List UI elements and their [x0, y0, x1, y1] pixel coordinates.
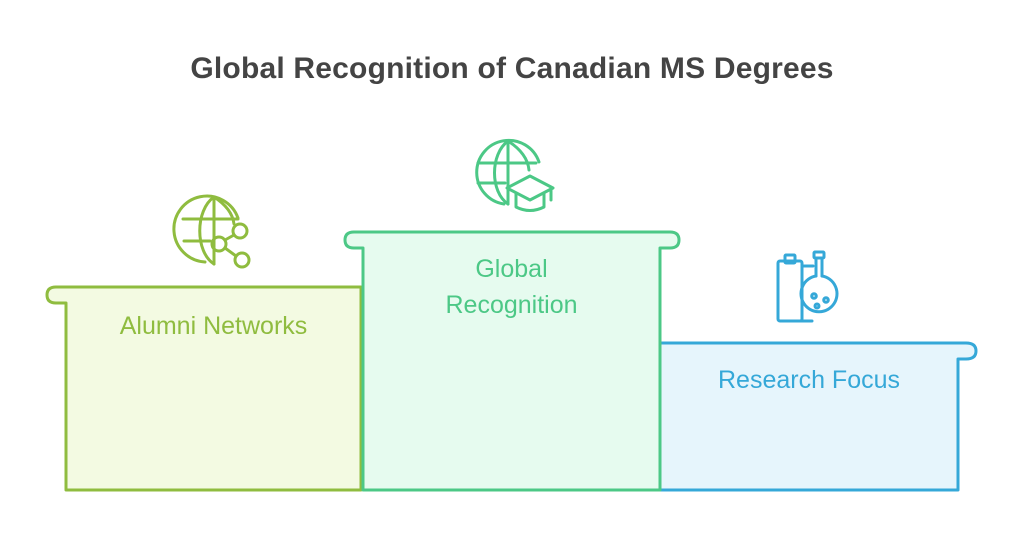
- podium-step-alumni-networks: [45, 285, 363, 492]
- podium-step-research-focus: [658, 341, 978, 492]
- clipboard-flask-icon: [776, 250, 839, 323]
- step-label-global-recognition: Global Recognition: [363, 251, 660, 323]
- step-label-global-recognition-line2: Recognition: [445, 291, 578, 319]
- podium-block-middle: [343, 230, 681, 492]
- podium-step-global-recognition: [343, 230, 681, 492]
- globe-network-icon: [172, 194, 251, 269]
- step-label-global-recognition-line1: Global: [475, 255, 548, 283]
- globe-graduation-cap-icon: [475, 138, 555, 212]
- podium-block-right: [658, 341, 978, 492]
- step-label-alumni-networks: Alumni Networks: [119, 312, 308, 340]
- step-label-research-focus: Research Focus: [717, 366, 901, 394]
- podium-block-left: [45, 285, 363, 492]
- diagram-title: Global Recognition of Canadian MS Degree…: [190, 52, 834, 85]
